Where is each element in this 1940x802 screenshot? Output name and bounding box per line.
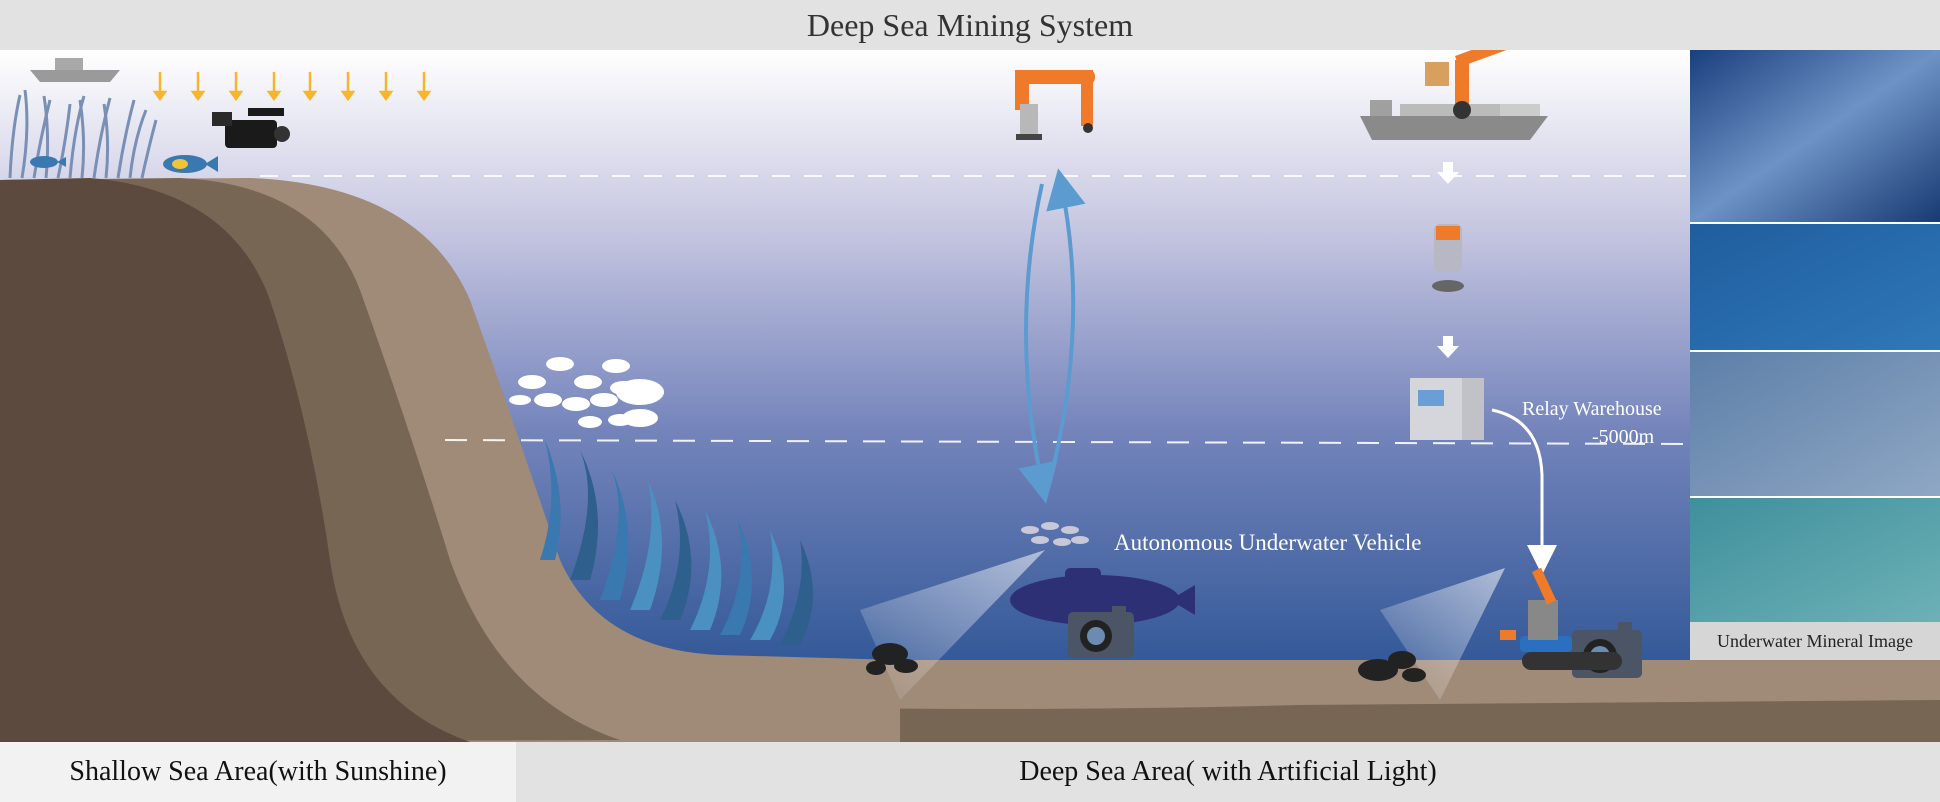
gantry-robot-icon xyxy=(1015,70,1095,140)
mineral-image-2 xyxy=(1690,224,1940,350)
deep-sea-label: Deep Sea Area( with Artificial Light) xyxy=(516,742,1940,802)
kelp-icon xyxy=(540,440,813,645)
sunlight-arrows xyxy=(152,72,432,102)
down-arrows xyxy=(1437,162,1459,358)
mineral-image-1 xyxy=(1690,50,1940,222)
relay-arrow xyxy=(1491,408,1557,575)
auv-fish-school-icon xyxy=(1021,522,1089,546)
drill-unit-icon xyxy=(1432,224,1464,292)
robot-light-beam xyxy=(1380,568,1505,700)
diagram-title: Deep Sea Mining System xyxy=(0,0,1940,50)
cliff-inner xyxy=(0,178,470,742)
mineral-image-4 xyxy=(1690,498,1940,622)
down-blue-arrow xyxy=(1018,183,1058,504)
seabed-rocks xyxy=(866,643,1426,682)
tropical-fish-icon xyxy=(163,155,218,173)
shallow-sea-label: Shallow Sea Area(with Sunshine) xyxy=(0,742,516,802)
mineral-image-caption: Underwater Mineral Image xyxy=(1690,622,1940,660)
auv-camera-icon xyxy=(1068,606,1134,658)
mining-ship-icon xyxy=(1360,36,1548,140)
fish-school-icon xyxy=(509,357,664,428)
auv-vehicle-icon xyxy=(1010,568,1195,625)
mining-robot-icon xyxy=(1500,567,1622,670)
auv-label: Autonomous Underwater Vehicle xyxy=(1114,530,1422,555)
seabed-lower xyxy=(560,700,1940,742)
mineral-image-3 xyxy=(1690,352,1940,496)
relay-warehouse-label: Relay Warehouse xyxy=(1522,398,1662,420)
up-blue-arrow xyxy=(1046,168,1086,489)
small-fish-icon xyxy=(30,156,66,168)
shallow-reeds xyxy=(8,89,158,179)
relay-warehouse-icon xyxy=(1410,378,1484,440)
depth-label: -5000m xyxy=(1592,426,1655,448)
depth-dashed-line xyxy=(444,439,1691,445)
video-camera-icon xyxy=(212,108,290,148)
boat-icon xyxy=(30,58,120,82)
